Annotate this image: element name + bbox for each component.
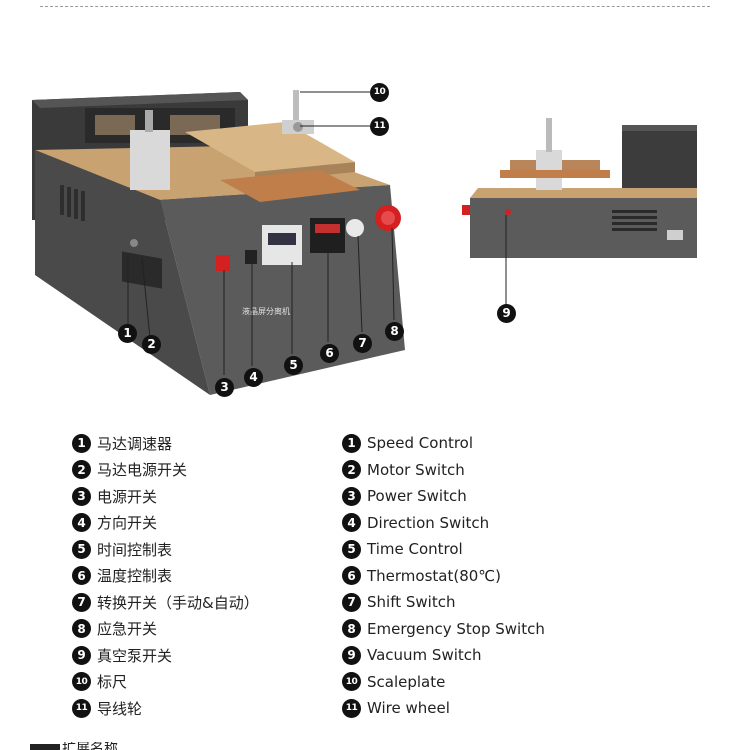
legend-label: 转换开关（手动&自动） [97, 593, 259, 612]
legend-number: 5 [342, 539, 361, 559]
legend-label: 电源开关 [97, 487, 158, 506]
footer-heading: 扩展名称 [62, 742, 118, 750]
legend-label: Thermostat(80℃) [367, 566, 501, 585]
legend-number: 9 [342, 645, 361, 665]
parts-legend: 1 马达调速器 2 马达电源开关 3 电源开关 4 方向开关 5 时间控制表 6 温度控制表… [0, 430, 750, 720]
legend-label: 导线轮 [97, 699, 143, 718]
legend-english-column: 1 Speed Control 2 Motor Switch 3 Power Swit… [342, 430, 545, 722]
legend-item-zh-1: 1 马达调速器 [72, 430, 259, 457]
legend-number: 3 [342, 486, 361, 506]
legend-number: 7 [72, 592, 91, 612]
legend-item-en-6: 6 Thermostat(80℃) [342, 563, 545, 590]
legend-number: 11 [342, 698, 361, 718]
callout-4: 4 [244, 368, 263, 387]
side-machine [462, 118, 697, 306]
legend-label: Time Control [367, 540, 463, 559]
legend-number: 1 [72, 433, 91, 453]
legend-number: 4 [342, 513, 361, 533]
callout-6: 6 [320, 344, 339, 363]
legend-number: 3 [72, 486, 91, 506]
legend-number: 6 [342, 566, 361, 586]
callout-1: 1 [118, 324, 137, 343]
legend-item-en-1: 1 Speed Control [342, 430, 545, 457]
legend-item-zh-9: 9 真空泵开关 [72, 642, 259, 669]
legend-label: 马达电源开关 [97, 461, 188, 480]
legend-item-zh-7: 7 转换开关（手动&自动） [72, 589, 259, 616]
legend-item-zh-3: 3 电源开关 [72, 483, 259, 510]
top-dashed-divider [40, 6, 710, 7]
legend-number: 1 [342, 433, 361, 453]
legend-label: 温度控制表 [97, 567, 173, 586]
legend-number: 6 [72, 566, 91, 586]
legend-number: 2 [72, 460, 91, 480]
callout-5: 5 [284, 356, 303, 375]
legend-number: 4 [72, 513, 91, 533]
legend-number: 7 [342, 592, 361, 612]
legend-label: 真空泵开关 [97, 646, 173, 665]
legend-number: 5 [72, 539, 91, 559]
legend-item-zh-8: 8 应急开关 [72, 616, 259, 643]
legend-item-en-3: 3 Power Switch [342, 483, 545, 510]
legend-item-zh-2: 2 马达电源开关 [72, 457, 259, 484]
product-figure: 液晶屏分离机 [0, 70, 750, 410]
callout-9: 9 [497, 304, 516, 323]
legend-label: 马达调速器 [97, 434, 173, 453]
legend-item-en-5: 5 Time Control [342, 536, 545, 563]
main-machine: 液晶屏分离机 [32, 90, 405, 395]
legend-label: Wire wheel [367, 699, 450, 718]
callout-3: 3 [215, 378, 234, 397]
footer-section-marker [30, 744, 60, 750]
legend-number: 8 [342, 619, 361, 639]
legend-label: Scaleplate [367, 672, 446, 691]
legend-label: Vacuum Switch [367, 646, 482, 665]
callout-2: 2 [142, 335, 161, 354]
callout-7: 7 [353, 334, 372, 353]
legend-label: Emergency Stop Switch [367, 619, 545, 638]
legend-label: 应急开关 [97, 620, 158, 639]
legend-item-en-2: 2 Motor Switch [342, 457, 545, 484]
legend-number: 10 [72, 672, 91, 692]
machine-illustration: 液晶屏分离机 [32, 90, 697, 395]
legend-item-zh-11: 11 导线轮 [72, 695, 259, 722]
front-panel-label: 液晶屏分离机 [242, 306, 290, 316]
legend-label: Direction Switch [367, 513, 490, 532]
legend-item-zh-6: 6 温度控制表 [72, 563, 259, 590]
callout-11: 11 [370, 117, 389, 136]
legend-item-en-4: 4 Direction Switch [342, 510, 545, 537]
legend-number: 10 [342, 672, 361, 692]
legend-number: 9 [72, 645, 91, 665]
legend-number: 2 [342, 460, 361, 480]
legend-item-en-7: 7 Shift Switch [342, 589, 545, 616]
legend-item-en-10: 10 Scaleplate [342, 669, 545, 696]
legend-item-zh-5: 5 时间控制表 [72, 536, 259, 563]
callout-8: 8 [385, 322, 404, 341]
legend-chinese-column: 1 马达调速器 2 马达电源开关 3 电源开关 4 方向开关 5 时间控制表 6 温度控制表… [72, 430, 259, 722]
legend-label: Shift Switch [367, 593, 456, 612]
legend-item-en-11: 11 Wire wheel [342, 695, 545, 722]
legend-label: Power Switch [367, 487, 467, 506]
legend-label: 方向开关 [97, 514, 158, 533]
legend-label: 标尺 [97, 673, 128, 692]
legend-number: 11 [72, 698, 91, 718]
legend-item-en-8: 8 Emergency Stop Switch [342, 616, 545, 643]
legend-label: Motor Switch [367, 460, 465, 479]
callout-10: 10 [370, 83, 389, 102]
legend-label: Speed Control [367, 434, 474, 453]
legend-item-en-9: 9 Vacuum Switch [342, 642, 545, 669]
legend-label: 时间控制表 [97, 540, 173, 559]
legend-number: 8 [72, 619, 91, 639]
legend-item-zh-10: 10 标尺 [72, 669, 259, 696]
legend-item-zh-4: 4 方向开关 [72, 510, 259, 537]
